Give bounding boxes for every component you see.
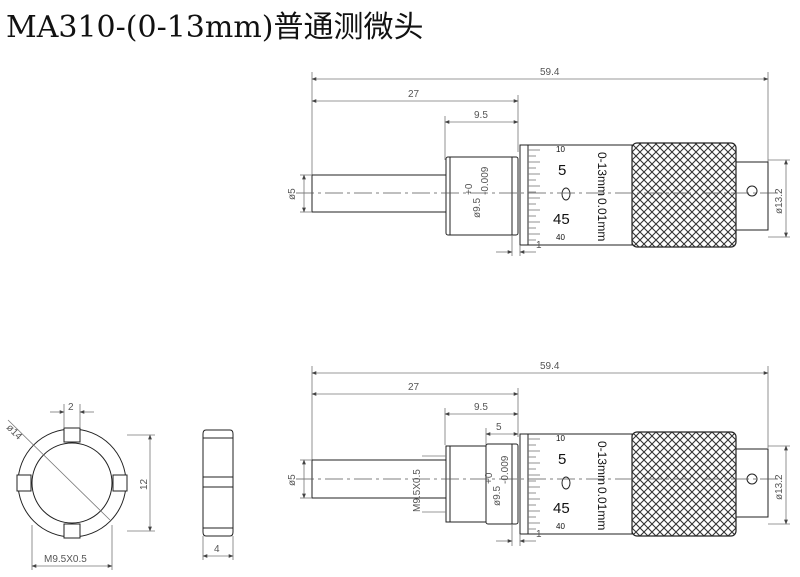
dim-1: 1 (536, 240, 542, 251)
scale-resolution-label: 0.01mm (595, 487, 609, 530)
sleeve (445, 156, 519, 236)
nut-side-outline (202, 429, 234, 537)
thimble-mark-45: 45 (553, 211, 570, 228)
nut-slot-top (63, 427, 81, 443)
spindle (311, 174, 447, 213)
top-micrometer-view: 59.4 27 9.5 10 5 45 40 0-13mm 0.01mm (287, 67, 790, 256)
dim-sleeve-tolerance-lower: -0.009 (500, 455, 511, 484)
dim-spindle-diameter: ø5 (287, 474, 298, 486)
dim-sleeve-diameter: ø9.5 (472, 198, 483, 218)
nut-slot-right (112, 474, 128, 492)
thimble-mark-10: 10 (556, 434, 565, 443)
nut-side-slot (202, 476, 234, 488)
dim-body-diameter: ø13.2 (774, 188, 785, 214)
thimble-mark-40: 40 (556, 522, 565, 531)
dim-5: 5 (496, 422, 502, 433)
dim-body-diameter: ø13.2 (774, 474, 785, 500)
dim-9-5: 9.5 (474, 402, 488, 413)
end-cap-hole (746, 185, 758, 197)
dim-overall-length: 59.4 (540, 361, 560, 372)
knurled-ratchet (631, 142, 737, 248)
dim-nut-thickness: 4 (214, 544, 220, 555)
dim-sleeve-tolerance-upper: +0 (464, 183, 475, 195)
thimble-mark-5: 5 (558, 162, 566, 179)
end-cap (735, 448, 769, 518)
dim-sleeve-tolerance-lower: -0.009 (480, 166, 491, 195)
thimble-index-oval (561, 476, 571, 490)
dim-27: 27 (408, 89, 420, 100)
lock-nut-front-view: ø14 2 12 M9.5X0.5 (4, 402, 155, 570)
nut-inner-circle (31, 442, 113, 524)
page-title: MA310-(0-13mm)普通测微头 (6, 10, 424, 45)
thimble (519, 433, 633, 535)
end-cap (735, 161, 769, 231)
dim-overall-length: 59.4 (540, 67, 560, 78)
threaded-section (445, 445, 487, 523)
thread-spec: M9.5X0.5 (412, 469, 423, 512)
thimble-mark-10: 10 (556, 145, 565, 154)
sleeve (485, 443, 519, 525)
dim-1: 1 (536, 529, 542, 540)
dim-nut-outer-diameter: ø14 (4, 422, 24, 442)
nut-slot-left (16, 474, 32, 492)
thimble-mark-40: 40 (556, 233, 565, 242)
thimble-mark-5: 5 (558, 451, 566, 468)
lock-nut-side-view: 4 (202, 429, 234, 560)
scale-range-label: 0-13mm (595, 441, 609, 485)
dim-9-5: 9.5 (474, 110, 488, 121)
dim-nut-height: 12 (139, 478, 150, 490)
scale-resolution-label: 0.01mm (595, 198, 609, 241)
scale-range-label: 0-13mm (595, 152, 609, 196)
dim-sleeve-tolerance-upper: +0 (484, 472, 495, 484)
thimble-mark-45: 45 (553, 500, 570, 517)
dim-sleeve-diameter: ø9.5 (492, 486, 503, 506)
thimble-graduations (528, 149, 540, 241)
thimble-graduations (528, 438, 540, 530)
thimble-index-oval (561, 187, 571, 201)
dim-nut-thread: M9.5X0.5 (44, 554, 87, 565)
dim-27: 27 (408, 382, 420, 393)
dim-spindle-diameter: ø5 (287, 188, 298, 200)
nut-slot-bottom (63, 523, 81, 539)
bottom-micrometer-view: 59.4 27 9.5 5 M9.5X0.5 10 5 45 40 (287, 361, 790, 546)
knurled-ratchet (631, 431, 737, 537)
dim-nut-slot-width: 2 (68, 402, 74, 413)
thimble (519, 144, 633, 246)
